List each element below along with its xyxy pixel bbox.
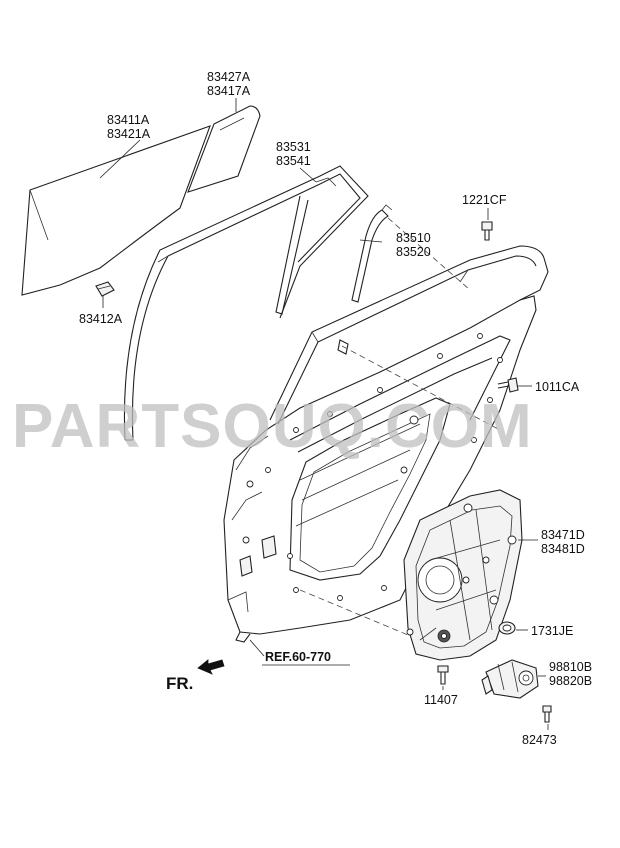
label-bolt-top: 1221CF bbox=[462, 193, 507, 207]
assembly-line-2 bbox=[387, 217, 471, 291]
assembly-line-3 bbox=[299, 589, 421, 641]
label-glass-1: 83411A bbox=[107, 113, 150, 127]
window-regulator[interactable] bbox=[403, 489, 523, 661]
bolt-11407[interactable] bbox=[437, 665, 449, 685]
door-glass[interactable] bbox=[21, 125, 211, 296]
screw-82473[interactable] bbox=[542, 705, 552, 723]
watermark: PARTSOUQ.COM bbox=[12, 392, 533, 461]
door-inner-panel[interactable] bbox=[223, 245, 549, 643]
glass-run-channel[interactable] bbox=[123, 165, 369, 441]
label-grommet: 1731JE bbox=[531, 624, 573, 638]
label-bolt-mid: 1011CA bbox=[535, 380, 580, 394]
quarter-glass[interactable] bbox=[187, 105, 261, 193]
center-channel[interactable] bbox=[337, 204, 393, 355]
bolt-1221cf[interactable] bbox=[481, 221, 493, 241]
ref-label: REF.60-770 bbox=[265, 650, 331, 664]
window-motor[interactable] bbox=[481, 659, 539, 699]
label-quarter-glass-1: 83427A bbox=[207, 70, 251, 84]
leader-lines bbox=[99, 98, 549, 730]
label-run-channel-1: 83531 bbox=[276, 140, 311, 154]
label-center-channel-1: 83510 bbox=[396, 231, 431, 245]
label-motor-1: 98810B bbox=[549, 660, 592, 674]
front-label: FR. bbox=[166, 674, 193, 693]
label-screw-bottom: 82473 bbox=[522, 733, 557, 747]
label-regulator-2: 83481D bbox=[541, 542, 585, 556]
label-motor-2: 98820B bbox=[549, 674, 592, 688]
label-quarter-glass-2: 83417A bbox=[207, 84, 251, 98]
label-center-channel-2: 83520 bbox=[396, 245, 431, 259]
label-glass-holder: 83412A bbox=[79, 312, 123, 326]
front-indicator: FR. bbox=[166, 659, 225, 693]
bolt-1011ca[interactable] bbox=[497, 377, 519, 393]
label-bolt-bottom: 11407 bbox=[424, 693, 458, 707]
label-glass-2: 83421A bbox=[107, 127, 151, 141]
label-run-channel-2: 83541 bbox=[276, 154, 311, 168]
label-regulator-1: 83471D bbox=[541, 528, 585, 542]
glass-holder[interactable] bbox=[95, 281, 115, 297]
front-arrow-icon bbox=[197, 659, 225, 675]
grommet[interactable] bbox=[498, 621, 516, 635]
